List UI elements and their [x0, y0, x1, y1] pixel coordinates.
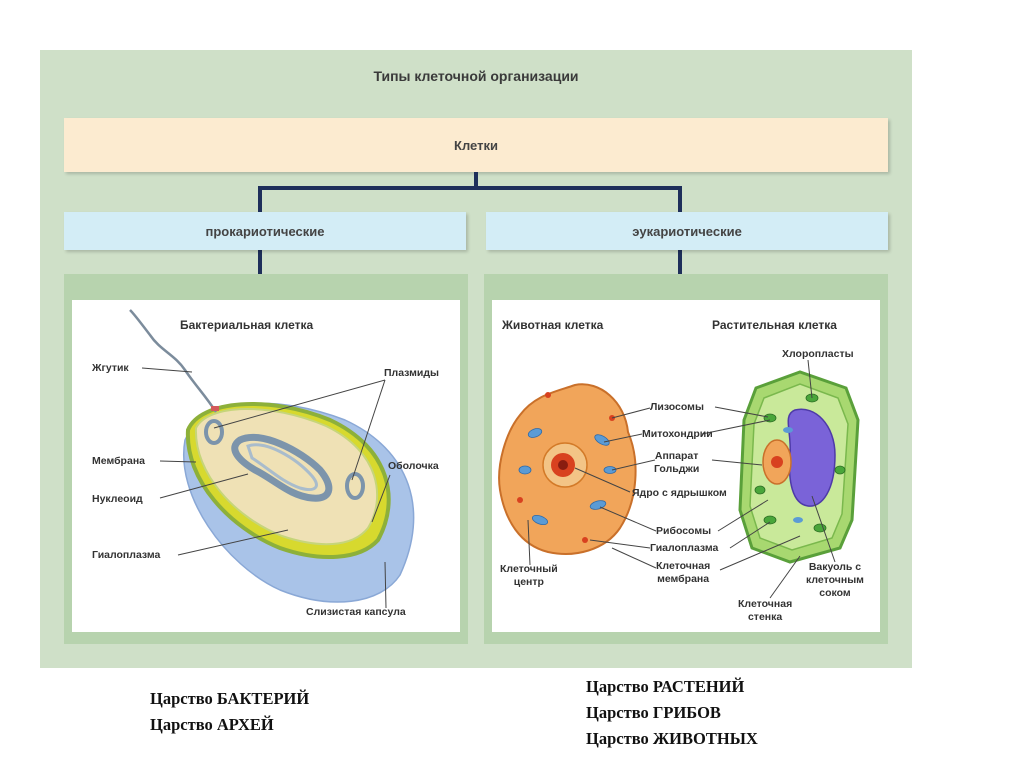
- diagram-frame: Типы клеточной организации Клетки прокар…: [40, 50, 912, 668]
- branch-box-eukaryotic: эукариотические: [486, 212, 888, 250]
- label-nucleus: Ядро с ядрышком: [632, 487, 727, 499]
- label-membrane: Мембрана: [92, 455, 145, 467]
- root-box-cells: Клетки: [64, 118, 888, 172]
- label-lysosomes: Лизосомы: [650, 401, 704, 413]
- label-cell-wall: Клеточная стенка: [738, 598, 792, 624]
- label-nucleoid: Нуклеоид: [92, 493, 143, 505]
- branch-box-prokaryotic: прокариотические: [64, 212, 466, 250]
- branch-label-prokaryotic: прокариотические: [205, 223, 325, 239]
- bacterial-cell-illustration: [129, 309, 415, 603]
- bacterial-cell-title: Бактериальная клетка: [180, 318, 314, 332]
- connector-right-panel: [678, 250, 682, 274]
- connector-left-panel: [258, 250, 262, 274]
- animal-cell-illustration: [498, 383, 637, 555]
- prokaryote-kingdoms: Царство БАКТЕРИЙ Царство АРХЕЙ: [150, 686, 309, 738]
- label-cell-wall-line2: стенка: [747, 611, 783, 623]
- kingdom-animals: Царство ЖИВОТНЫХ: [586, 729, 758, 748]
- kingdom-bacteria: Царство БАКТЕРИЙ: [150, 689, 310, 708]
- label-golgi: Аппарат Гольджи: [654, 450, 699, 476]
- label-hyaloplasm-bacterial: Гиалоплазма: [92, 549, 161, 561]
- label-plasmids: Плазмиды: [384, 367, 439, 379]
- label-vacuole-line3: соком: [819, 587, 851, 599]
- label-flagellum: Жгутик: [92, 362, 129, 374]
- label-chloroplasts: Хлоропласты: [782, 348, 854, 360]
- connector-left-drop: [258, 186, 262, 212]
- eukaryote-kingdoms: Царство РАСТЕНИЙ Царство ГРИБОВ Царство …: [586, 674, 758, 752]
- label-vacuole: Вакуоль с клеточным соком: [806, 561, 864, 600]
- label-capsule: Слизистая капсула: [306, 606, 406, 618]
- kingdom-fungi: Царство ГРИБОВ: [586, 703, 721, 722]
- kingdom-plants: Царство РАСТЕНИЙ: [586, 677, 745, 696]
- label-cell-center-line2: центр: [513, 576, 544, 588]
- label-golgi-line1: Аппарат: [654, 450, 699, 462]
- animal-cell-title: Животная клетка: [502, 318, 604, 332]
- label-envelope: Оболочка: [388, 460, 439, 472]
- label-cell-membrane-line1: Клеточная: [656, 560, 711, 572]
- label-mitochondria: Митохондрии: [642, 428, 713, 440]
- label-cell-center-line1: Клеточный: [500, 563, 558, 575]
- label-golgi-line2: Гольджи: [654, 463, 700, 475]
- bacterial-leader-lines: [141, 367, 391, 609]
- branch-label-eukaryotic: эукариотические: [632, 223, 742, 239]
- plant-cell-illustration: [738, 370, 860, 564]
- connector-horizontal: [258, 186, 682, 190]
- label-cell-membrane: Клеточная мембрана: [656, 560, 710, 586]
- connector-right-drop: [678, 186, 682, 212]
- label-cell-membrane-line2: мембрана: [657, 573, 710, 585]
- root-label: Клетки: [454, 137, 498, 153]
- label-cell-center: Клеточный центр: [500, 563, 558, 589]
- label-hyaloplasm-euk: Гиалоплазма: [650, 542, 719, 554]
- label-vacuole-line2: клеточным: [806, 574, 864, 586]
- connector-root-stem: [474, 172, 478, 190]
- label-vacuole-line1: Вакуоль с: [808, 561, 862, 573]
- diagram-title: Типы клеточной организации: [373, 68, 579, 84]
- kingdom-archaea: Царство АРХЕЙ: [150, 715, 274, 734]
- plant-leader-lines: [701, 359, 836, 599]
- label-cell-wall-line1: Клеточная: [738, 598, 793, 610]
- label-ribosomes: Рибосомы: [656, 525, 712, 537]
- animal-leader-lines: [527, 407, 657, 569]
- plant-cell-title: Растительная клетка: [712, 318, 837, 332]
